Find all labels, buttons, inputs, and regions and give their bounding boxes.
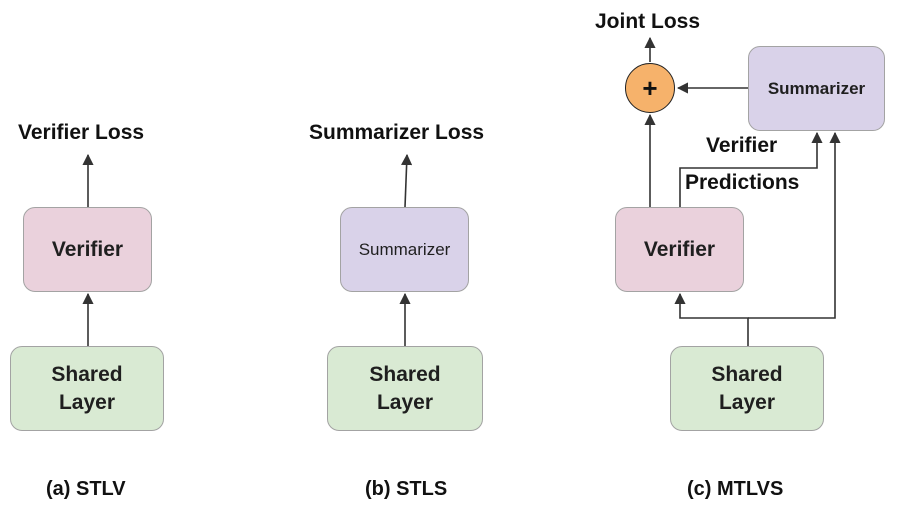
panel-a-shared-layer-box: Shared Layer [10, 346, 164, 431]
predictions-label-line1: Verifier [706, 134, 778, 157]
arrow-summarizer-to-loss-b [401, 153, 413, 208]
arrow-shared-to-verifier-c [674, 292, 749, 346]
panel-b-shared-line2: Layer [376, 390, 434, 414]
panel-b-loss-label: Summarizer Loss [309, 121, 485, 144]
panel-c-loss-label: Joint Loss [595, 10, 701, 33]
combine-node: + [625, 63, 675, 113]
panel-b-summarizer-label: Summarizer [358, 239, 451, 259]
panel-c-shared-line2: Layer [718, 390, 776, 414]
arrow-shared-to-summarizer-c [748, 131, 841, 319]
panel-a-loss-label: Verifier Loss [18, 121, 145, 144]
panel-c-verifier-box: Verifier [615, 207, 744, 292]
panel-c-summarizer-label: Summarizer [767, 78, 866, 98]
combine-symbol: + [642, 72, 658, 103]
panel-a-shared-line2: Layer [58, 390, 116, 414]
panel-c-summarizer-box: Summarizer [748, 46, 885, 131]
panel-a-shared-line1: Shared [51, 362, 123, 386]
panel-b-shared-layer-box: Shared Layer [327, 346, 483, 431]
panel-b-shared-line1: Shared [369, 362, 441, 386]
panel-b-summarizer-box: Summarizer [340, 207, 469, 292]
panel-a-verifier-box: Verifier [23, 207, 152, 292]
panel-a-caption: (a) STLV [46, 478, 126, 500]
arrow-verifier-predictions-to-summarizer [679, 131, 823, 207]
panel-b-caption: (b) STLS [365, 478, 448, 500]
panel-a-verifier-label: Verifier [51, 237, 124, 261]
predictions-label-line2: Predictions [685, 171, 800, 194]
panel-c-verifier-label: Verifier [643, 237, 716, 261]
panel-c-shared-layer-box: Shared Layer [670, 346, 824, 431]
panel-c-caption: (c) MTLVS [687, 478, 784, 500]
panel-c-shared-line1: Shared [711, 362, 783, 386]
